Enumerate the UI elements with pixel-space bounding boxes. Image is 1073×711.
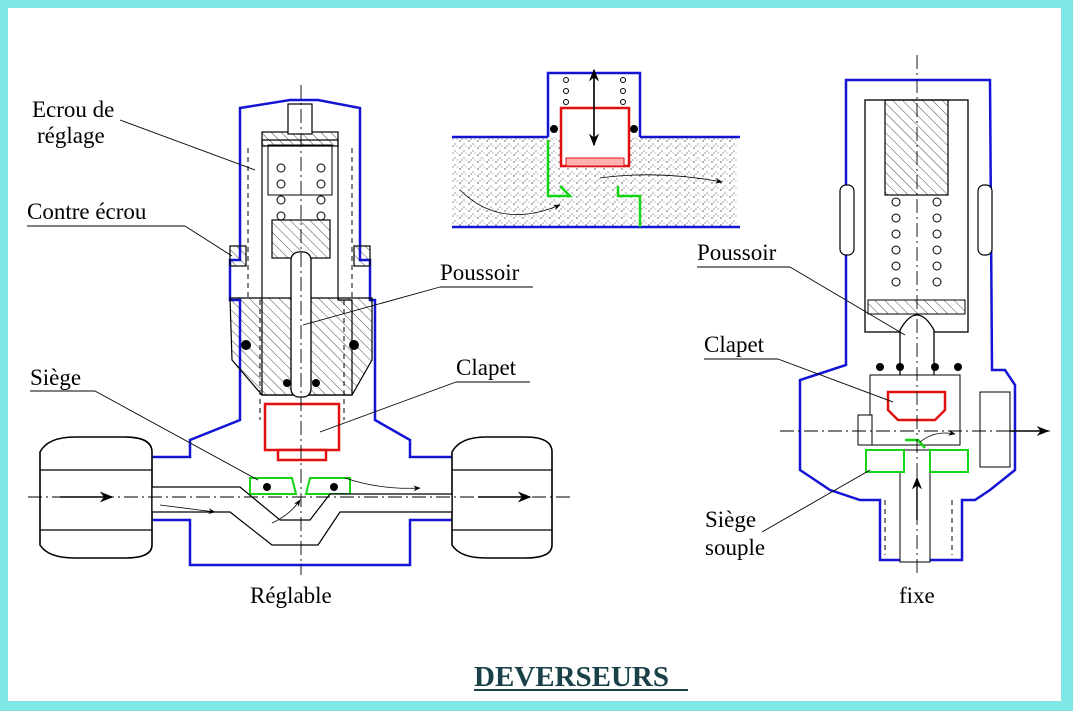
label-siege-right-line2: souple xyxy=(705,535,765,560)
label-siege-right-line1: Siège xyxy=(705,507,756,532)
caption-fixe: fixe xyxy=(899,583,935,608)
deverseurs-drawing: Ecrou de réglage Contre écrou Poussoir S… xyxy=(27,55,1050,693)
right-siege-souple xyxy=(865,438,969,473)
label-ecrou-line2: réglage xyxy=(37,123,105,148)
page-title: DEVERSEURS xyxy=(474,661,669,693)
diagram-frame: Ecrou de réglage Contre écrou Poussoir S… xyxy=(8,8,1061,701)
left-valve xyxy=(28,85,570,575)
center-clapet xyxy=(559,106,631,168)
label-clapet-right: Clapet xyxy=(704,332,765,357)
right-clapet xyxy=(886,390,947,422)
label-ecrou-line1: Ecrou de xyxy=(32,97,114,122)
label-poussoir-right: Poussoir xyxy=(697,240,777,265)
left-siege xyxy=(249,477,351,495)
right-valve xyxy=(780,55,1050,575)
center-siege-right xyxy=(616,186,642,227)
right-valve-body xyxy=(798,78,1017,562)
caption-reglable: Réglable xyxy=(250,583,332,608)
center-siege-left xyxy=(546,140,574,198)
left-clapet xyxy=(263,402,341,452)
label-poussoir-left: Poussoir xyxy=(440,260,520,285)
label-siege-left: Siège xyxy=(30,365,81,390)
label-clapet-left: Clapet xyxy=(456,355,517,380)
center-detail xyxy=(452,68,740,229)
label-contre-ecrou: Contre écrou xyxy=(27,199,147,224)
